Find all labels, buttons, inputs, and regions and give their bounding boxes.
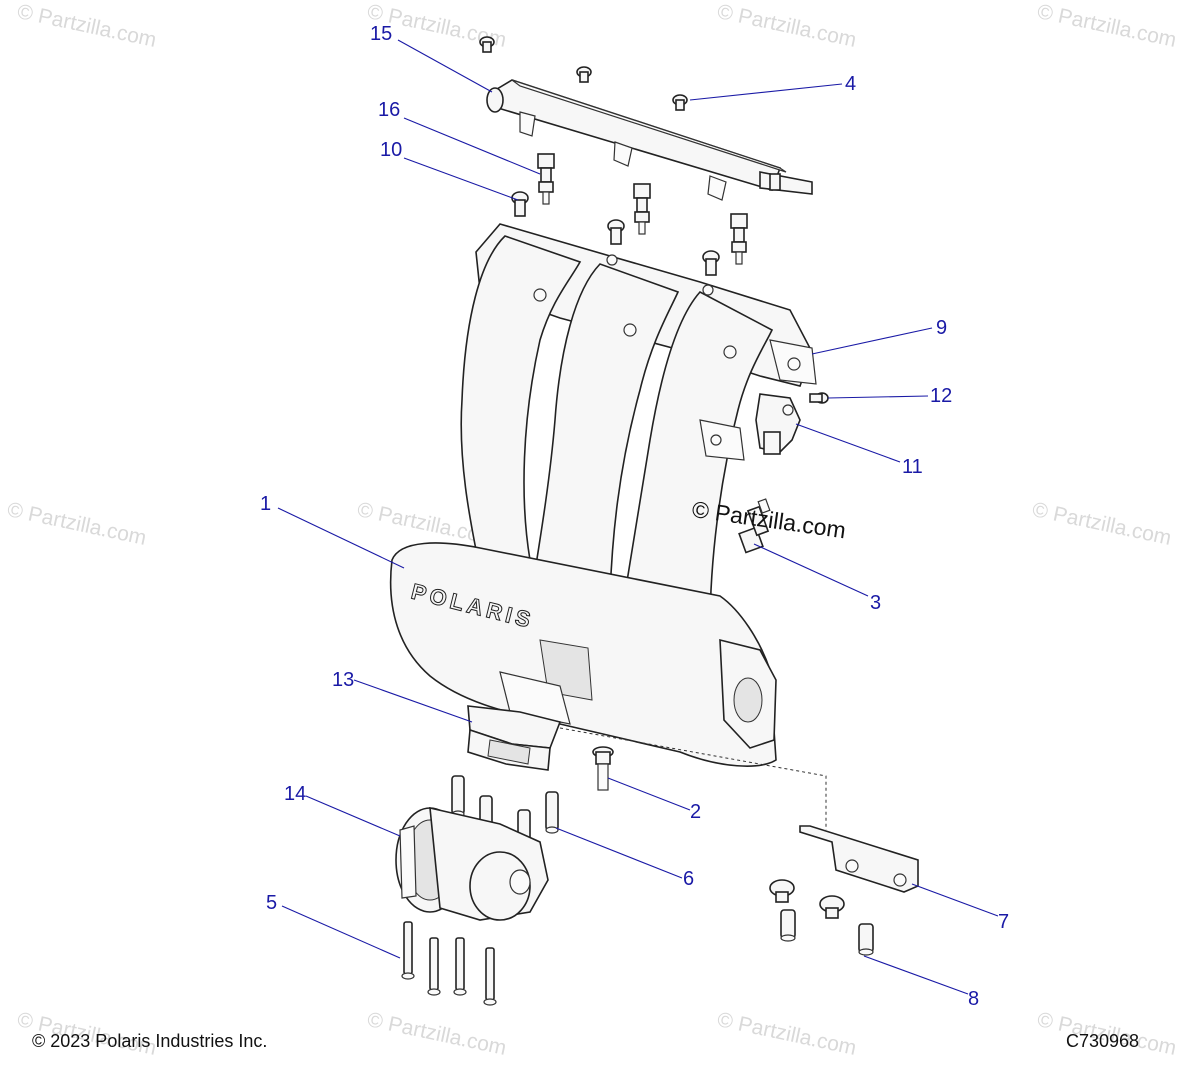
throttle-adapter[interactable] <box>467 705 562 771</box>
callout-8[interactable]: 8 <box>968 988 980 1010</box>
copyright-text: © 2023 Polaris Industries Inc. <box>32 1031 268 1051</box>
callout-9[interactable]: 9 <box>936 317 948 339</box>
callout-10[interactable]: 10 <box>380 139 403 161</box>
map-sensor[interactable] <box>755 393 801 455</box>
fuel-rail[interactable] <box>486 79 813 201</box>
fuel-injectors[interactable] <box>537 153 748 265</box>
throttle-long-bolts[interactable] <box>401 921 497 1006</box>
callout-6[interactable]: 6 <box>683 868 695 890</box>
mounting-bracket[interactable] <box>799 825 919 893</box>
callout-15[interactable]: 15 <box>370 23 393 45</box>
callout-1[interactable]: 1 <box>260 493 272 515</box>
callout-13[interactable]: 13 <box>332 669 355 691</box>
callout-7[interactable]: 7 <box>998 911 1010 933</box>
map-sensor-screw[interactable] <box>809 392 829 404</box>
temperature-sensor[interactable] <box>738 498 771 554</box>
bracket-screw[interactable] <box>592 746 614 791</box>
callout-14[interactable]: 14 <box>284 783 307 805</box>
injector-bolts[interactable] <box>511 191 720 276</box>
intake-manifold[interactable]: POLARIS <box>389 223 813 767</box>
intake-gasket[interactable] <box>769 339 817 385</box>
bracket-bolts[interactable] <box>769 879 874 956</box>
callout-2[interactable]: 2 <box>690 801 702 823</box>
callout-12[interactable]: 12 <box>930 385 953 407</box>
fuel-rail-screws[interactable] <box>479 36 688 111</box>
callout-3[interactable]: 3 <box>870 592 882 614</box>
leader-lines <box>277 39 999 995</box>
callout-5[interactable]: 5 <box>266 892 278 914</box>
callout-16[interactable]: 16 <box>378 99 401 121</box>
throttle-body[interactable] <box>395 806 549 921</box>
diagram-code: C730968 <box>1066 1031 1140 1051</box>
assembly-dashed-line <box>559 727 827 830</box>
callout-4[interactable]: 4 <box>845 73 857 95</box>
callout-11[interactable]: 11 <box>902 456 923 478</box>
